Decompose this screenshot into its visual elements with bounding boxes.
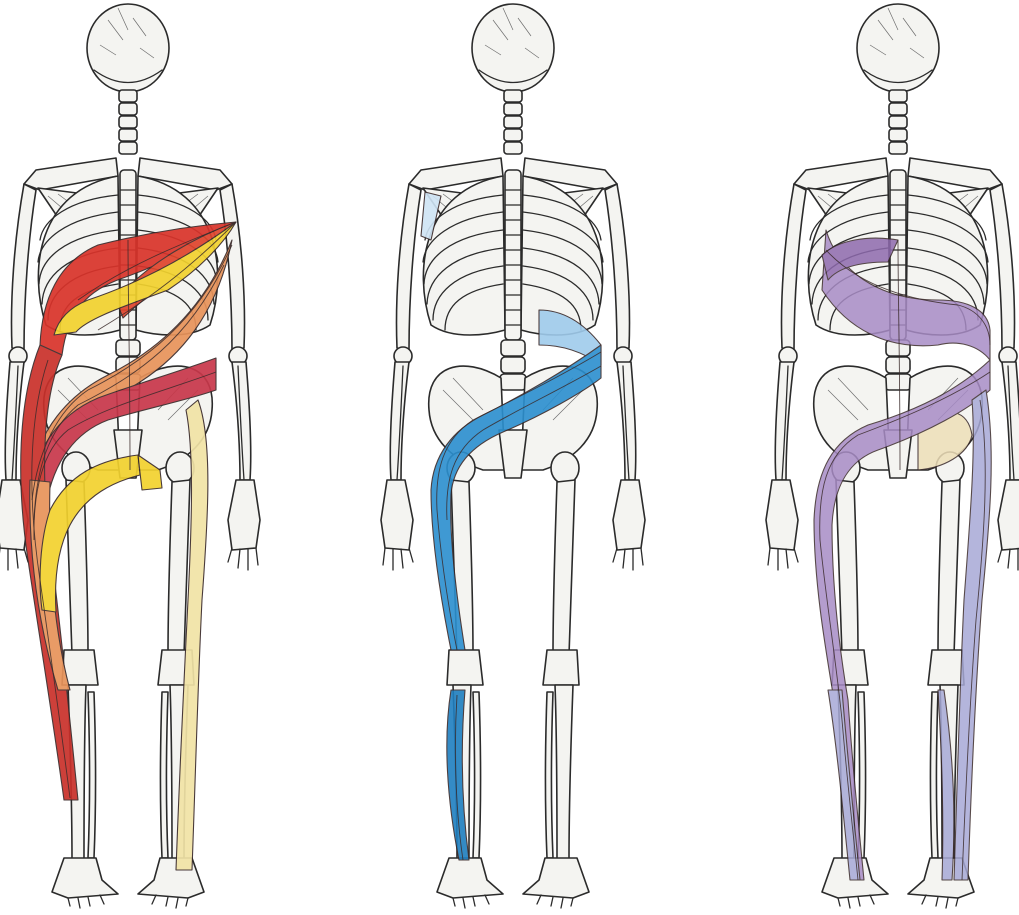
- right-figure: [766, 4, 1019, 908]
- oblique-band-yellow: [40, 455, 140, 612]
- skeleton-middle: [381, 4, 645, 908]
- left-figure: [0, 4, 260, 908]
- middle-figure: [381, 4, 645, 908]
